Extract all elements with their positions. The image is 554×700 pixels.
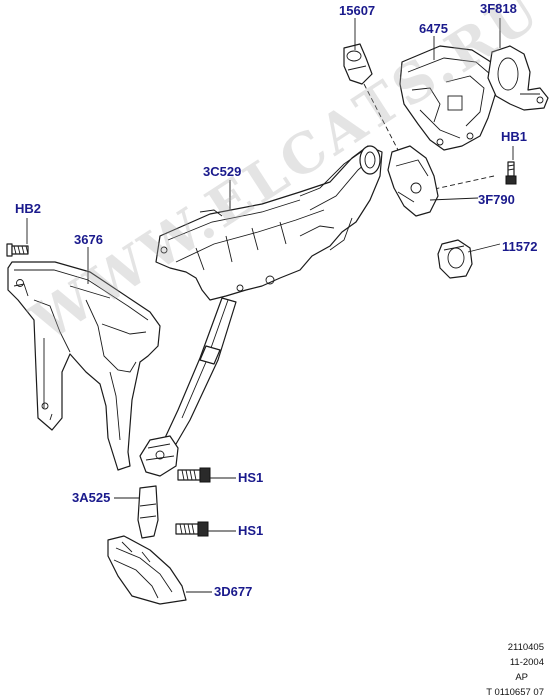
label-hs1-upper: HS1 — [238, 470, 264, 485]
bracket-3676 — [7, 261, 161, 471]
footer-code: 2110405 — [507, 642, 544, 653]
lock-assembly-6475 — [399, 45, 497, 151]
footer-ref: T 0110657 07 — [486, 687, 544, 698]
part-11572 — [437, 239, 473, 279]
footer-date: 11-2004 — [509, 657, 544, 668]
label-3c529: 3C529 — [203, 164, 242, 179]
bolt-hb2 — [6, 243, 29, 257]
label-hs1-lower: HS1 — [238, 523, 264, 538]
label-6475: 6475 — [419, 21, 448, 36]
footer-region: AP — [515, 672, 528, 683]
steering-column-3c529 — [155, 145, 383, 445]
label-hb1-top: HB1 — [501, 129, 528, 144]
switch-3f790 — [387, 145, 439, 217]
leader-lines — [26, 18, 514, 593]
intermediate-shaft-3a525 — [137, 485, 159, 539]
label-3f818: 3F818 — [480, 1, 517, 16]
label-11572: 11572 — [502, 239, 538, 254]
label-3d677: 3D677 — [214, 584, 253, 599]
ring-3f818 — [487, 45, 549, 111]
label-3a525: 3A525 — [72, 490, 111, 505]
bolt-hs1-upper — [177, 467, 211, 483]
label-3676: 3676 — [74, 232, 103, 247]
label-3f790: 3F790 — [478, 192, 515, 207]
switch-15607 — [343, 43, 399, 151]
bolt-hb1 — [429, 161, 517, 191]
label-15607: 15607 — [339, 3, 376, 18]
bolt-hs1-lower — [175, 521, 209, 537]
universal-joint — [139, 435, 179, 477]
label-hb2: HB2 — [15, 201, 42, 216]
shroud-3d677 — [107, 535, 187, 605]
